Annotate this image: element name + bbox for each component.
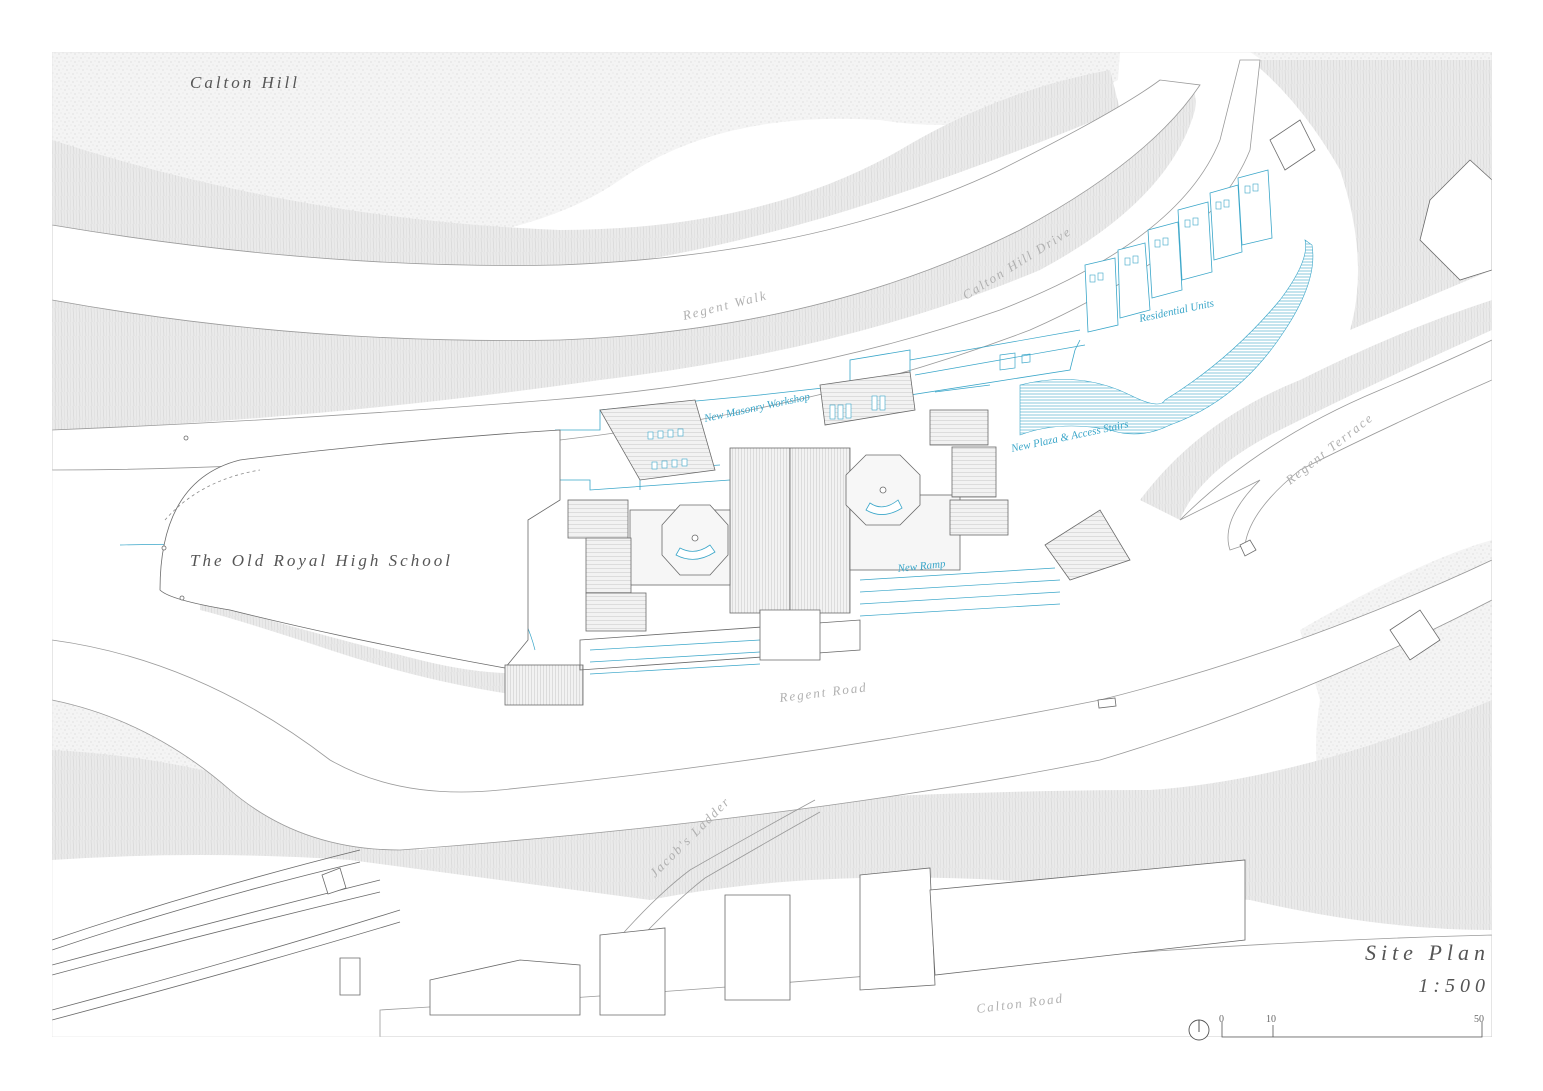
label-new-ramp: New Ramp	[896, 558, 946, 575]
title-scale: 1:500	[1418, 975, 1490, 997]
landscape-layer	[52, 52, 1492, 1037]
new-interventions	[119, 169, 1314, 675]
scale-bar-tick-10: 10	[1266, 1014, 1276, 1025]
scale-bar-tick-50: 50	[1474, 1014, 1484, 1025]
residential-windows	[1089, 183, 1259, 283]
residential-units	[1084, 169, 1273, 333]
existing-buildings	[217, 119, 1492, 1016]
east-slope-hatch	[1250, 60, 1492, 330]
label-calton-hill: Calton Hill	[190, 73, 300, 92]
scale-bar	[1221, 1022, 1483, 1038]
north-arrow-icon	[1188, 1019, 1210, 1041]
terrace-slope-hatch	[1140, 300, 1492, 520]
regent-walk-road	[52, 79, 1201, 341]
calton-hill-stipple	[52, 52, 1120, 250]
title-block: Site Plan 1:500 0 10 50	[1188, 940, 1490, 1041]
label-old-royal-high-school: The Old Royal High School	[190, 551, 453, 570]
scale-bar-tick-0: 0	[1219, 1014, 1224, 1025]
regent-terrace-road	[1179, 339, 1492, 551]
old-royal-high-school-building	[159, 371, 1131, 706]
regent-road	[52, 559, 1492, 851]
title-site-plan: Site Plan	[1365, 940, 1490, 965]
new-ramp	[589, 567, 1061, 675]
label-regent-road: Regent Road	[778, 679, 869, 705]
jacobs-ladder-path	[599, 799, 821, 961]
new-plaza-stairs-hatch	[1019, 239, 1314, 436]
new-path-lines	[909, 329, 1086, 393]
school-grounds-outline	[159, 429, 561, 669]
workshop-roof-east	[819, 371, 916, 426]
regent-walk-hatch	[52, 83, 1196, 430]
north-slope-hatch	[52, 70, 1120, 286]
workshop-roof-west	[599, 399, 716, 481]
school-mound-hatch	[200, 600, 560, 700]
